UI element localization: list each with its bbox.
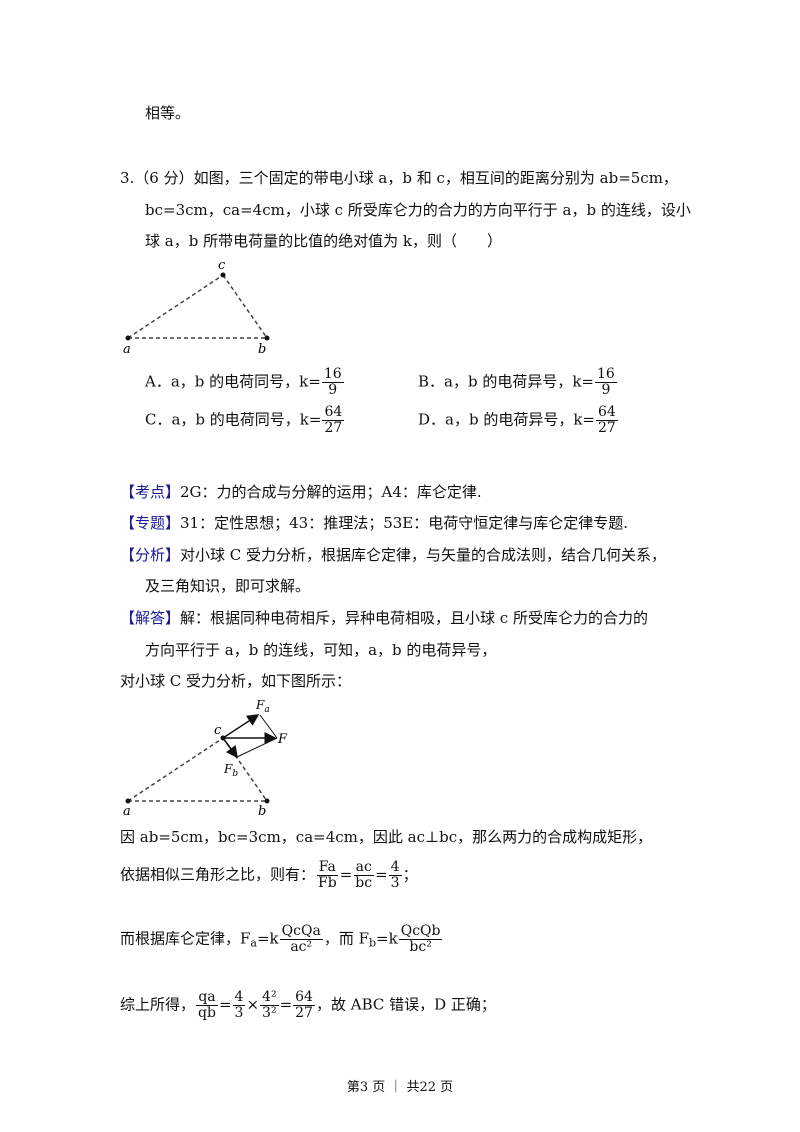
point-b: [264, 798, 270, 804]
force-diagram: a b c Fa F Fb: [123, 698, 288, 817]
analysis-line: 对小球 C 受力分析，如下图所示：: [120, 672, 352, 690]
label-c: c: [214, 723, 222, 738]
label-c: c: [218, 258, 226, 273]
label-b: b: [258, 342, 266, 355]
force-fa-arrow: [222, 714, 260, 739]
label-fb: Fb: [223, 762, 238, 779]
question-line-2: bc=3cm，ca=4cm，小球 c 所受库仑力的合力的方向平行于 a，b 的连…: [145, 201, 691, 219]
triangle-figure: a b c: [123, 258, 270, 355]
fenxi-line-1: 【分析】对小球 C 受力分析，根据库仑定律，与矢量的合成法则，结合几何关系，: [120, 546, 667, 564]
label-fa: Fa: [255, 698, 270, 715]
label-b: b: [258, 804, 266, 817]
point-c: [220, 272, 226, 278]
rect-edge: [259, 714, 278, 739]
line-ac: [127, 274, 224, 339]
rect-line: 因 ab=5cm，bc=3cm，ca=4cm，因此 ac⊥bc，那么两力的合成构…: [120, 828, 653, 846]
fenxi-tag: 【分析】: [120, 546, 181, 564]
label-f: F: [277, 732, 288, 747]
label-a: a: [123, 342, 131, 355]
point-c: [220, 735, 226, 741]
question-line-1: 3.（6 分）如图，三个固定的带电小球 a，b 和 c，相互间的距离分别为 ab…: [120, 169, 678, 187]
point-a: [125, 335, 131, 341]
point-a: [125, 798, 131, 804]
page-footer: 第3 页 ｜ 共22 页: [346, 1080, 454, 1095]
force-fb-arrow: [222, 737, 238, 759]
rect-edge: [236, 737, 278, 758]
fenxi-line-2: 及三角知识，即可求解。: [145, 577, 311, 595]
zhuanti-line: 【专题】31：定性思想；43：推理法；53E：电荷守恒定律与库仑定律专题.: [120, 514, 628, 532]
kaodian-line: 【考点】2G：力的合成与分解的运用；A4：库仑定律.: [120, 483, 482, 501]
label-a: a: [123, 804, 131, 817]
kaodian-tag: 【考点】: [120, 483, 181, 501]
continuation-text: 相等。: [145, 104, 191, 122]
line-bc: [222, 274, 268, 339]
point-b: [264, 335, 270, 341]
line-bc: [222, 737, 268, 802]
jieda-tag: 【解答】: [120, 609, 181, 627]
jieda-line-1: 【解答】解：根据同种电荷相斥，异种电荷相吸，且小球 c 所受库仑力的合力的: [120, 609, 648, 627]
line-ac: [127, 737, 224, 802]
jieda-line-2: 方向平行于 a，b 的连线，可知，a，b 的电荷异号，: [145, 641, 497, 659]
zhuanti-tag: 【专题】: [120, 514, 181, 532]
question-line-3: 球 a，b 所带电荷量的比值的绝对值为 k，则（ ）: [145, 232, 502, 250]
